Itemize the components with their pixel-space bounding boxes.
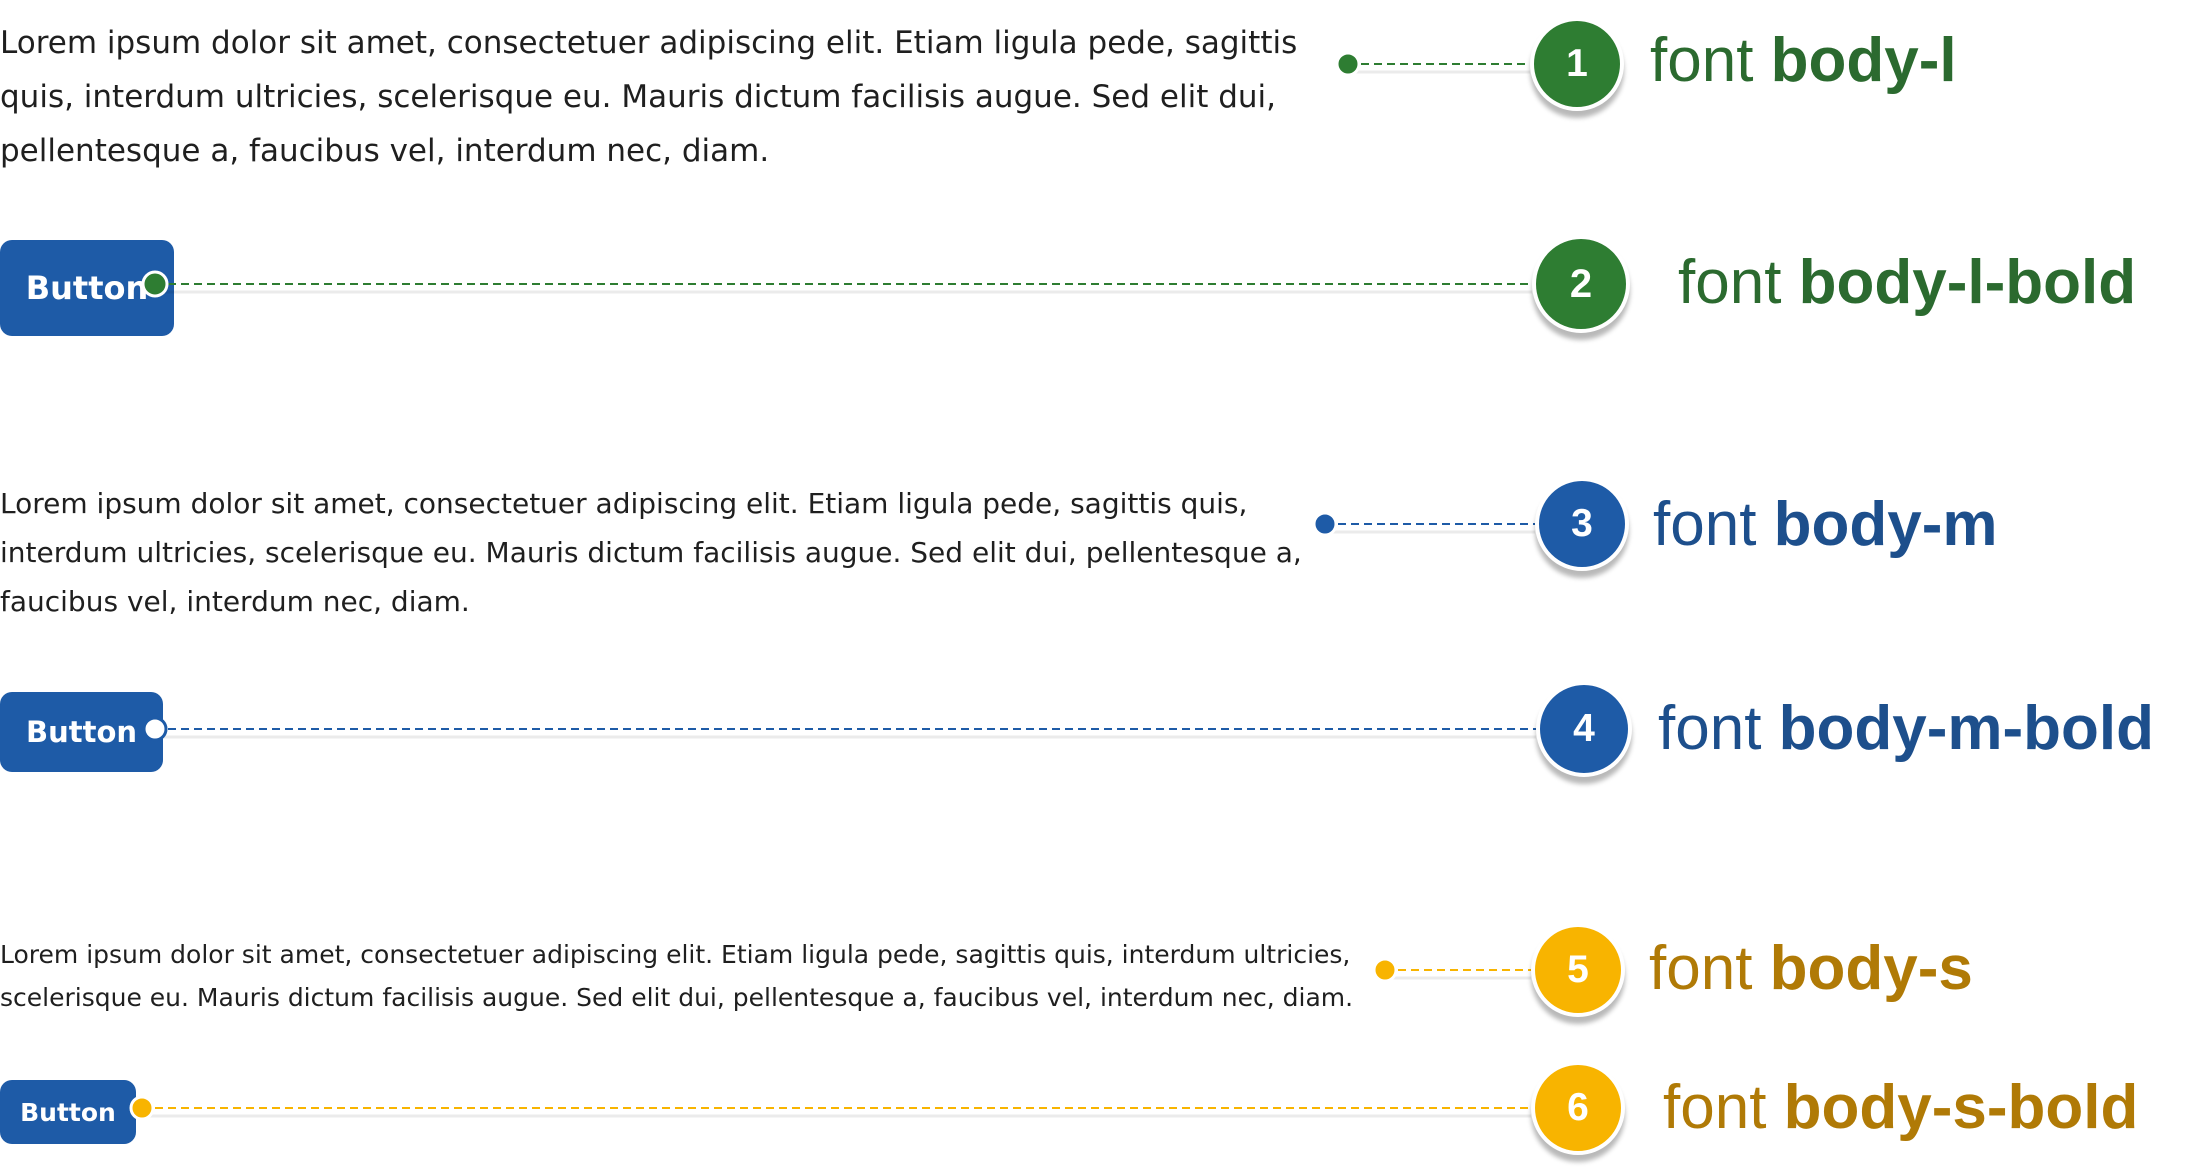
callout-badge-6: 6 [1531, 1061, 1625, 1155]
font-label-prefix: font [1649, 934, 1753, 1003]
font-label-prefix: font [1663, 1073, 1767, 1142]
font-label-prefix: font [1650, 26, 1754, 95]
font-label-name: body-m-bold [1778, 694, 2155, 763]
body-l-sample-paragraph: Lorem ipsum dolor sit amet, consectetuer… [0, 25, 1298, 169]
font-label-body-s-bold: font body-s-bold [1663, 1077, 2138, 1139]
body-l-bold-sample-button[interactable]: Button [0, 240, 174, 336]
font-label-body-l: font body-l [1650, 30, 1957, 92]
font-label-name: body-s-bold [1783, 1073, 2139, 1142]
font-label-body-m: font body-m [1653, 494, 1998, 556]
callout-badge-2: 2 [1532, 235, 1630, 333]
font-label-name: body-m [1773, 490, 1998, 559]
callout-badge-4: 4 [1536, 681, 1632, 777]
callout-badge-5: 5 [1531, 923, 1625, 1017]
font-label-body-m-bold: font body-m-bold [1658, 698, 2154, 760]
font-label-prefix: font [1678, 248, 1782, 317]
body-m-bold-sample-button[interactable]: Button [0, 692, 163, 772]
body-m-sample-paragraph: Lorem ipsum dolor sit amet, consectetuer… [0, 487, 1302, 618]
body-s-sample-paragraph: Lorem ipsum dolor sit amet, consectetuer… [0, 940, 1354, 1012]
font-label-body-s: font body-s [1649, 938, 1973, 1000]
callout-badge-3: 3 [1535, 477, 1629, 571]
font-label-name: body-s [1769, 934, 1973, 1003]
font-label-body-l-bold: font body-l-bold [1678, 252, 2136, 314]
callout-badge-1: 1 [1530, 17, 1624, 111]
font-label-prefix: font [1653, 490, 1757, 559]
font-label-name: body-l-bold [1798, 248, 2137, 317]
body-s-bold-sample-button[interactable]: Button [0, 1080, 136, 1144]
font-label-name: body-l [1770, 26, 1957, 95]
font-label-prefix: font [1658, 694, 1762, 763]
